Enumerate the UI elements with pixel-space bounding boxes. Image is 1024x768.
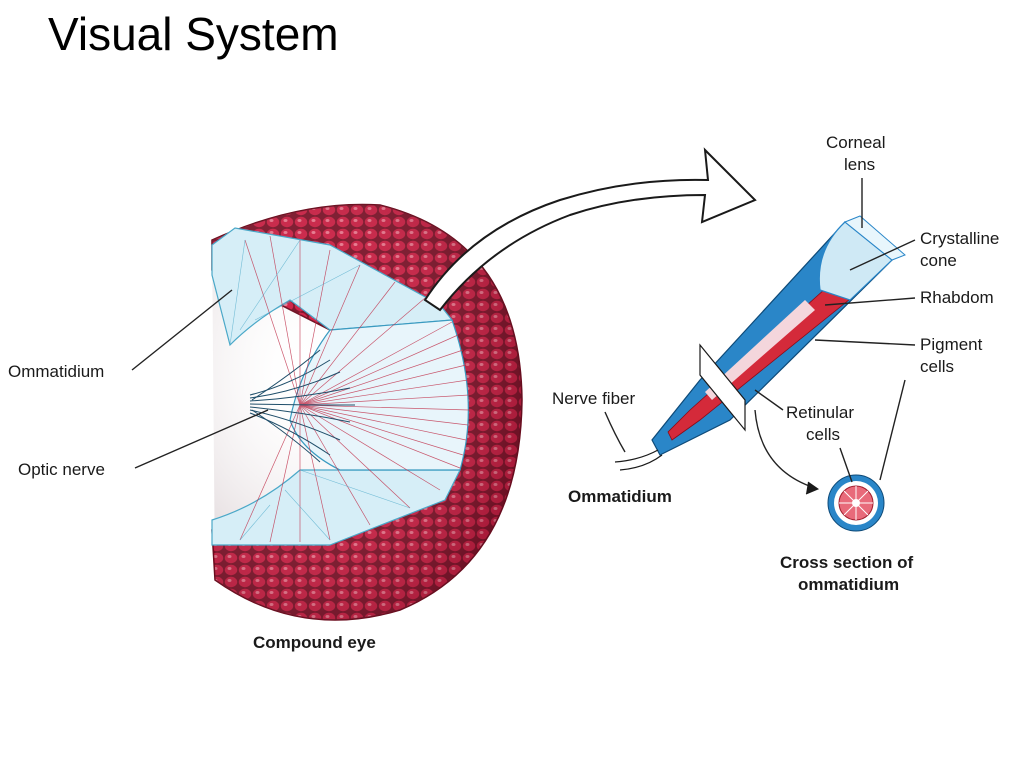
ommatidium-illustration xyxy=(614,215,906,471)
compound-eye-illustration xyxy=(211,203,523,621)
rhabdom-label: Rhabdom xyxy=(920,288,994,307)
optic-nerve-label: Optic nerve xyxy=(18,460,105,479)
ommatidia-lines xyxy=(239,235,470,543)
ommatidium-label: Ommatidium xyxy=(8,362,104,381)
cross-section-caption-line1: Cross section of xyxy=(780,553,914,572)
crystalline-cone xyxy=(818,221,893,301)
nerve-fiber-label: Nerve fiber xyxy=(552,389,635,408)
optic-nerve-bundle xyxy=(249,349,356,463)
crystalline-label-line1: Crystalline xyxy=(920,229,999,248)
retinular-label-line2: cells xyxy=(806,425,840,444)
crystalline-label-line2: cone xyxy=(920,251,957,270)
section-cut xyxy=(699,343,746,432)
corneal-label-line2: lens xyxy=(844,155,875,174)
cross-section-illustration xyxy=(827,474,885,532)
ommatidium-caption: Ommatidium xyxy=(568,487,672,506)
lower-cut-face xyxy=(211,469,461,546)
zoom-arrow xyxy=(423,147,757,312)
pigment-label-line2: cells xyxy=(920,357,954,376)
retinular-label-line1: Retinular xyxy=(786,403,854,422)
corneal-label-line1: Corneal xyxy=(826,133,886,152)
slide-title: Visual System xyxy=(48,8,339,60)
compound-eye-caption: Compound eye xyxy=(253,633,376,652)
pigment-label-line1: Pigment xyxy=(920,335,983,354)
cross-section-caption-line2: ommatidium xyxy=(798,575,899,594)
